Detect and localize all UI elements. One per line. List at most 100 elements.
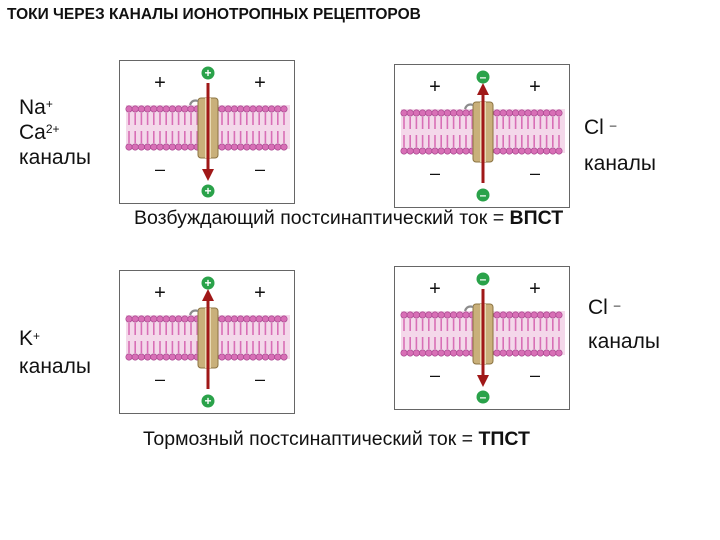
epsc-caption: Возбуждающий постсинаптический ток = ВПС… [134, 207, 564, 229]
lipid-head [137, 353, 145, 361]
lipid-head [137, 105, 145, 113]
lipid-head [144, 353, 152, 361]
ion-charge: – [480, 188, 487, 202]
lipid-head [400, 311, 408, 319]
lipid-head [280, 353, 288, 361]
receptor-site [463, 305, 474, 312]
lipid-head [530, 109, 538, 117]
lipid-head [549, 147, 557, 155]
lipid-head [462, 147, 470, 155]
lipid-head [224, 105, 232, 113]
lipid-head [400, 349, 408, 357]
membrane-diagram: ++–––– [400, 272, 565, 404]
lipid-head [400, 147, 408, 155]
lipid-head [131, 315, 139, 323]
membrane-panel-cl-2: ++–––– [394, 266, 570, 410]
plus-sign: + [154, 72, 166, 94]
lipid-head [543, 349, 551, 357]
lipid-head [268, 105, 276, 113]
lipid-head [549, 109, 557, 117]
lipid-head [280, 105, 288, 113]
receptor-site [188, 99, 199, 106]
lipid-head [175, 353, 183, 361]
arrow-head [202, 169, 214, 181]
receptor-site [463, 103, 474, 110]
arrow-head [202, 289, 214, 301]
lipid-head [162, 105, 170, 113]
lipid-head [419, 349, 427, 357]
lipid-head [518, 109, 526, 117]
lipid-head [280, 315, 288, 323]
lipid-head [249, 315, 257, 323]
lipid-head [156, 353, 164, 361]
ion-badge [476, 188, 490, 202]
lipid-head [243, 315, 251, 323]
lipid-head [175, 315, 183, 323]
lipid-head [168, 105, 176, 113]
lipid-head [168, 143, 176, 151]
lipid-head [181, 143, 189, 151]
lipid-head [412, 311, 420, 319]
lipid-head [512, 349, 520, 357]
lipid-head [274, 105, 282, 113]
lipid-head [156, 315, 164, 323]
lipid-head [187, 105, 195, 113]
lipid-head [237, 105, 245, 113]
lipid-head [249, 353, 257, 361]
lipid-head [412, 147, 420, 155]
plus-sign: + [529, 76, 541, 98]
lipid-head [218, 105, 226, 113]
lipid-head [125, 353, 133, 361]
na-ca-channels-label: Na+ Ca2+ каналы [19, 96, 91, 169]
lipid-head [493, 109, 501, 117]
lipid-head [419, 147, 427, 155]
lipid-head [175, 105, 183, 113]
lipid-head [493, 311, 501, 319]
lipid-head [450, 109, 458, 117]
minus-sign: – [155, 159, 165, 179]
lipid-head [505, 109, 513, 117]
ion-badge [201, 394, 215, 408]
lipid-head [530, 147, 538, 155]
plus-sign: + [154, 282, 166, 304]
minus-sign: – [530, 163, 540, 183]
lipid-head [168, 315, 176, 323]
lipid-head [144, 315, 152, 323]
lipid-head [555, 147, 563, 155]
ion-charge: + [204, 394, 211, 408]
lipid-head [230, 353, 238, 361]
lipid-head [175, 143, 183, 151]
lipid-head [549, 311, 557, 319]
lipid-head [125, 105, 133, 113]
lipid-head [512, 147, 520, 155]
receptor-site [188, 309, 199, 316]
lipid-head [524, 311, 532, 319]
lipid-head [437, 311, 445, 319]
lipid-head [456, 109, 464, 117]
lipid-head [536, 147, 544, 155]
lipid-head [274, 315, 282, 323]
lipid-head [412, 109, 420, 117]
lipid-head [431, 311, 439, 319]
lipid-head [431, 109, 439, 117]
lipid-head [512, 109, 520, 117]
lipid-head [524, 349, 532, 357]
lipid-head [137, 143, 145, 151]
minus-sign: – [255, 369, 265, 389]
lipid-head [505, 311, 513, 319]
lipid-head [462, 349, 470, 357]
lipid-head [162, 353, 170, 361]
ion-charge: + [204, 184, 211, 198]
lipid-head [456, 147, 464, 155]
lipid-head [268, 353, 276, 361]
lipid-head [437, 349, 445, 357]
lipid-head [536, 349, 544, 357]
lipid-head [450, 147, 458, 155]
lipid-head [406, 147, 414, 155]
minus-sign: – [430, 163, 440, 183]
membrane-panel-na-ca: ++––++ [119, 60, 295, 204]
lipid-head [555, 311, 563, 319]
lipid-head [255, 105, 263, 113]
lipid-head [530, 311, 538, 319]
lipid-head [218, 353, 226, 361]
